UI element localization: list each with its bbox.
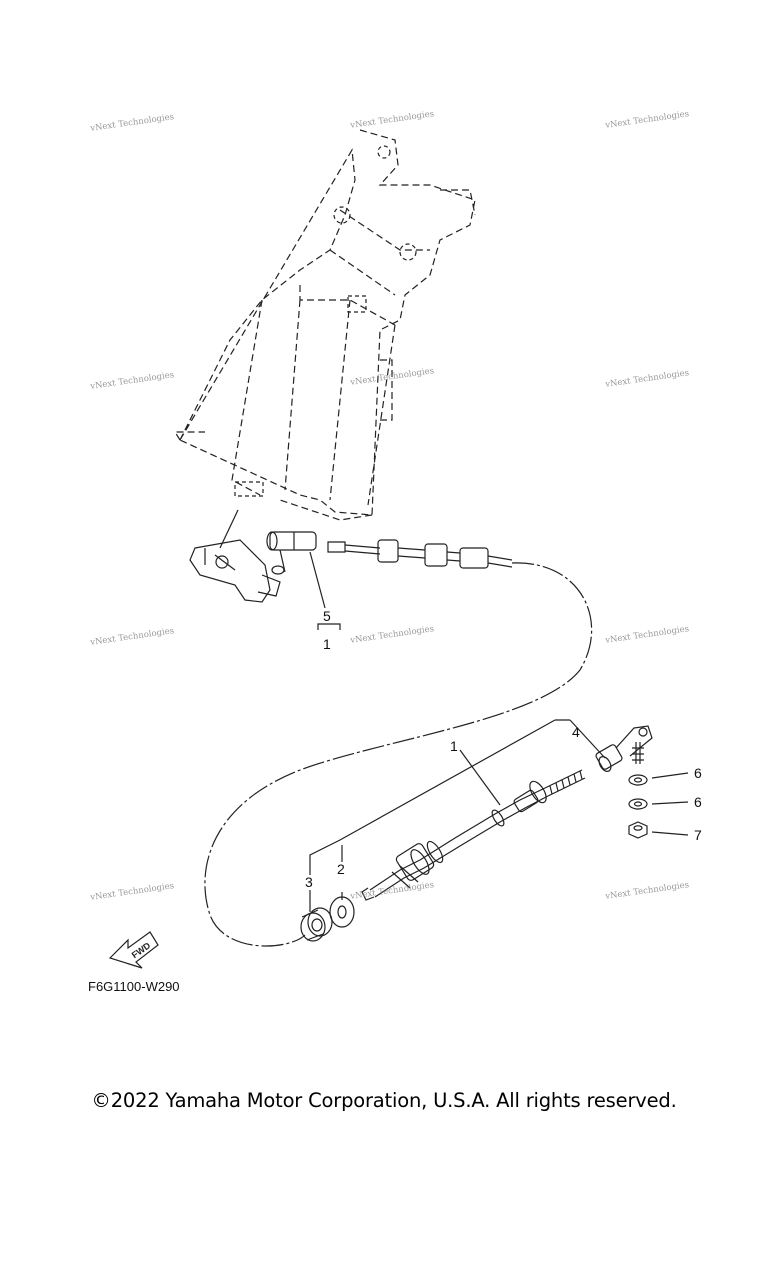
cable-joint	[595, 725, 653, 772]
diagram-code: F6G1100-W290	[88, 979, 180, 994]
lower-casing-phantom	[173, 129, 476, 521]
callout-7: 7	[694, 827, 702, 843]
shift-cable	[361, 769, 586, 901]
callout-5: 5	[323, 608, 331, 624]
cable-end-top	[266, 531, 513, 573]
callout-3: 3	[305, 874, 313, 890]
leader-6b	[651, 801, 689, 805]
nut-7	[628, 821, 648, 839]
leader-1	[459, 749, 501, 806]
leader-6a	[651, 772, 689, 779]
leader-bracket-5-1	[317, 623, 341, 630]
fwd-arrow	[108, 931, 159, 969]
callout-2: 2	[337, 861, 345, 877]
casing-bosses	[234, 145, 417, 497]
shift-rod-coupler	[189, 509, 285, 603]
callout-1-main: 1	[450, 738, 458, 754]
copyright-notice: ©2022 Yamaha Motor Corporation, U.S.A. A…	[91, 1089, 677, 1112]
washer-6b	[628, 798, 648, 810]
callout-6a: 6	[694, 765, 702, 781]
washer-6a	[628, 774, 648, 786]
callout-4: 4	[572, 724, 580, 740]
callout-1-top: 1	[323, 636, 331, 652]
leader-7	[651, 831, 689, 836]
cable-path	[204, 562, 593, 947]
callout-6b: 6	[694, 794, 702, 810]
leader-5	[309, 551, 326, 609]
collar-3	[300, 907, 333, 942]
washer-2	[329, 896, 355, 928]
